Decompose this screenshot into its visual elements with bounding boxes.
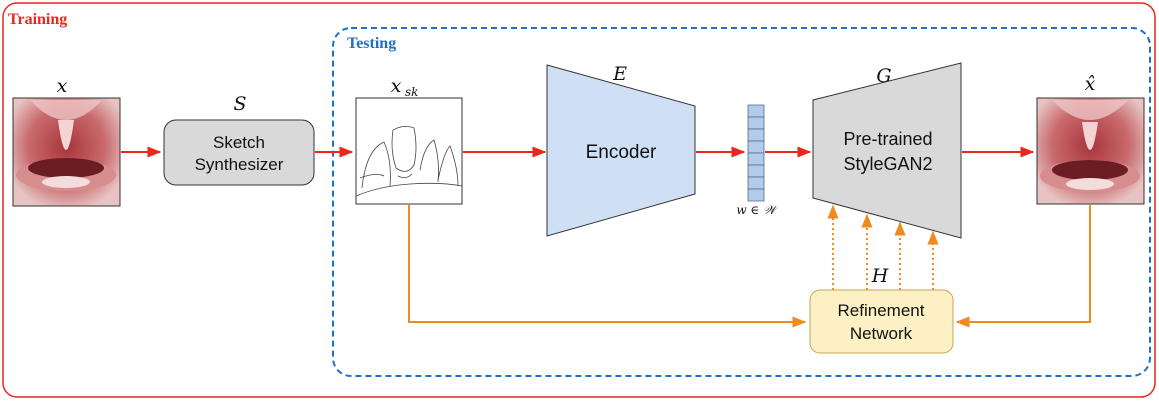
refinement-line2: Network [850, 324, 913, 343]
refinement-line1: Refinement [838, 301, 925, 320]
arrow-output-to-refinement [955, 205, 1091, 328]
synth-line1: Sketch [213, 133, 265, 152]
latent-cell [747, 104, 765, 118]
synth-symbol: S [233, 93, 246, 115]
generator-block [812, 62, 962, 239]
synth-line2: Synthesizer [195, 155, 284, 174]
latent-cell [747, 116, 765, 130]
refinement-symbol: H [871, 265, 889, 287]
latent-cell [747, 176, 765, 190]
latent-cell [747, 188, 765, 202]
latent-cell [747, 128, 765, 142]
output-throat-image [1036, 97, 1145, 205]
latent-vector [747, 104, 765, 202]
sketch-label-sub: sk [405, 85, 418, 99]
generator-line2: StyleGAN2 [843, 154, 932, 174]
arrow-sketch-to-refinement [408, 205, 807, 328]
sketch-label: x [391, 75, 402, 97]
generator-line1: Pre-trained [843, 129, 932, 149]
training-label: Training [8, 11, 67, 28]
input-throat-image [12, 97, 121, 207]
encoder-symbol: E [612, 63, 627, 85]
sketch-image [355, 97, 463, 205]
latent-cell [747, 164, 765, 178]
output-image-label: x̂ [1085, 73, 1096, 95]
encoder-block [546, 64, 696, 237]
refinement-network-block [809, 289, 954, 354]
refinement-to-generator-arrows [827, 204, 939, 290]
sketch-synthesizer-block [163, 119, 315, 186]
input-image-label: x [57, 75, 68, 97]
testing-label: Testing [347, 35, 396, 52]
latent-cell [747, 140, 765, 154]
latent-cell [747, 152, 765, 166]
testing-region [332, 27, 1151, 377]
encoder-label: Encoder [586, 142, 657, 163]
latent-label: w ∈ 𝒲 [736, 203, 779, 217]
